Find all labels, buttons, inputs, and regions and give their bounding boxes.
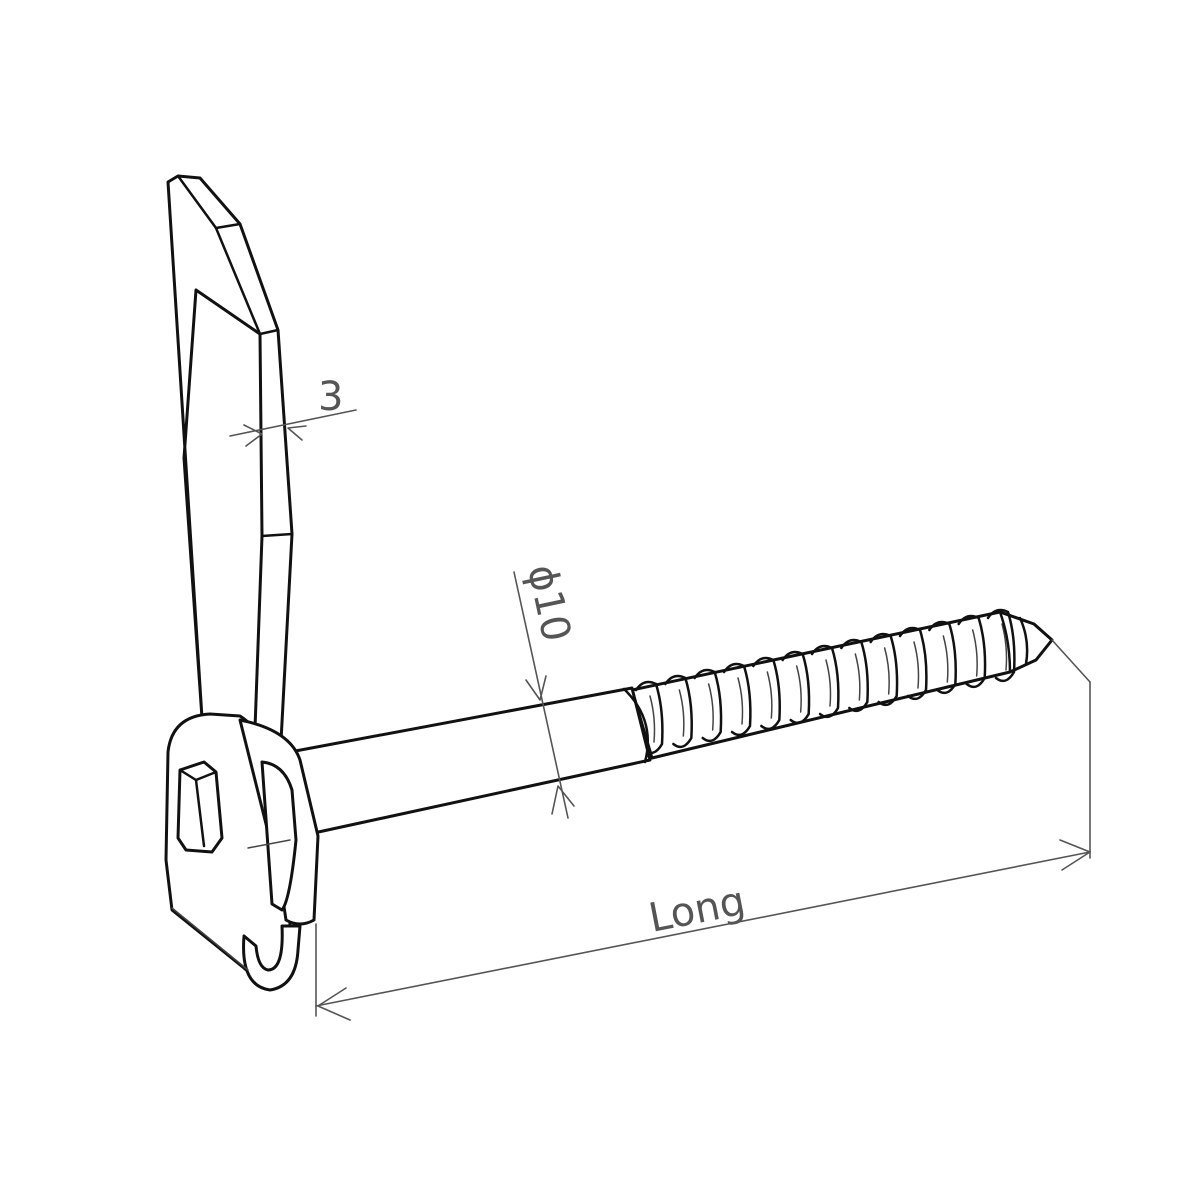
thread-root [795, 665, 802, 713]
thread-turn [986, 608, 1016, 683]
thread-turn [840, 638, 869, 713]
thread-root [971, 629, 978, 677]
thread-root [766, 671, 773, 719]
thickness-label: 3 [318, 374, 343, 420]
thread-root [737, 677, 744, 725]
thread-turn [664, 674, 693, 749]
thread-turn [898, 626, 928, 701]
screw-thread [630, 608, 1054, 760]
thread-turn [752, 656, 781, 731]
thread-root [1001, 623, 1008, 671]
hinge-knuckle [164, 712, 320, 992]
thread-root [913, 641, 920, 689]
thread-turn [928, 620, 957, 695]
thread-turn [693, 668, 723, 743]
thread-turn [957, 614, 987, 689]
hinge-strap [166, 174, 294, 762]
thread-turn [634, 680, 664, 755]
pin-shank [288, 686, 652, 838]
thread-turn [810, 644, 840, 719]
length-label: Long [645, 878, 749, 942]
thread-turn [722, 662, 752, 737]
thread-root [678, 689, 685, 737]
thread-turn [781, 650, 811, 725]
thread-root [854, 653, 861, 701]
thread-turn [869, 632, 899, 707]
thread-root [649, 695, 656, 743]
thread-root [825, 659, 832, 707]
thread-root [942, 635, 949, 683]
thread-root [883, 647, 890, 695]
thickness-dimension: 3 [229, 374, 357, 447]
thread-root [707, 683, 714, 731]
